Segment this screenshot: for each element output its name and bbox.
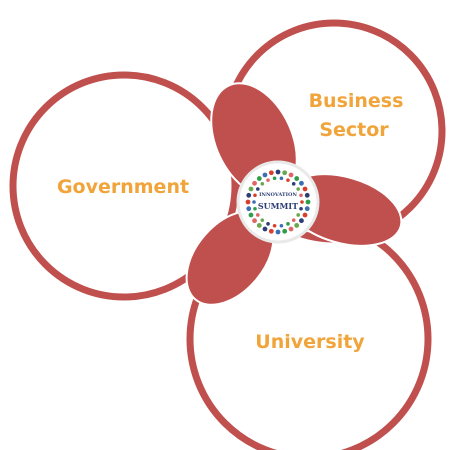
logo-top-text: INNOVATION bbox=[259, 192, 297, 198]
logo-dot bbox=[252, 200, 256, 204]
logo-dot bbox=[291, 182, 296, 186]
logo-dot bbox=[279, 223, 284, 228]
logo-dot bbox=[296, 213, 300, 217]
business-label-line-2: Sector bbox=[319, 119, 389, 141]
logo-dot bbox=[275, 229, 281, 235]
logo-dot bbox=[246, 206, 252, 212]
logo-dot bbox=[294, 223, 300, 228]
government-label: Government bbox=[57, 176, 189, 198]
logo-dot bbox=[246, 192, 252, 198]
logo-dot bbox=[299, 180, 304, 186]
university-label: University bbox=[255, 331, 365, 353]
logo-dot bbox=[252, 180, 257, 186]
business-label-line-1: Business bbox=[309, 90, 404, 112]
logo-dot bbox=[248, 186, 254, 192]
logo-dot bbox=[268, 228, 274, 234]
logo-dot bbox=[272, 223, 277, 228]
logo-dot bbox=[299, 206, 303, 211]
logo-dot bbox=[288, 172, 294, 178]
logo-dot bbox=[299, 218, 304, 224]
logo-dot bbox=[302, 186, 308, 192]
logo-dot bbox=[291, 218, 296, 222]
logo-dot bbox=[296, 187, 300, 191]
logo-dot bbox=[302, 212, 308, 218]
logo-dot bbox=[288, 226, 294, 232]
logo-dot bbox=[262, 226, 268, 232]
logo-dot bbox=[262, 172, 268, 178]
logo-main-text: SUMMIT bbox=[258, 201, 298, 211]
logo-dot bbox=[256, 223, 262, 228]
logo-dot bbox=[266, 222, 270, 226]
logo-dot bbox=[260, 182, 265, 186]
logo-dot bbox=[304, 206, 310, 212]
logo-dot bbox=[256, 187, 260, 191]
logo-dot bbox=[268, 170, 274, 176]
logo-dot bbox=[248, 212, 254, 218]
logo-dot bbox=[253, 206, 257, 211]
government-circle bbox=[9, 71, 239, 301]
logo-dot bbox=[275, 169, 281, 175]
logo-dot bbox=[256, 213, 260, 217]
logo-dot bbox=[300, 200, 304, 204]
logo-dot bbox=[256, 176, 262, 181]
logo-dot bbox=[260, 218, 265, 222]
logo-dot bbox=[286, 178, 290, 182]
logo-dot bbox=[299, 193, 303, 198]
logo-dot bbox=[253, 193, 257, 198]
logo-dot bbox=[304, 192, 310, 198]
logo-dot bbox=[282, 228, 288, 234]
logo-dot bbox=[294, 176, 300, 181]
logo-dot bbox=[279, 176, 284, 181]
logo-dot bbox=[252, 218, 257, 224]
logo-dot bbox=[266, 178, 270, 182]
innovation-summit-logo: INNOVATION SUMMIT bbox=[236, 160, 320, 244]
logo-dot bbox=[245, 199, 251, 205]
logo-dot bbox=[305, 199, 311, 205]
logo-dot bbox=[282, 170, 288, 176]
logo-dot bbox=[272, 176, 277, 181]
logo-dot bbox=[286, 222, 290, 226]
